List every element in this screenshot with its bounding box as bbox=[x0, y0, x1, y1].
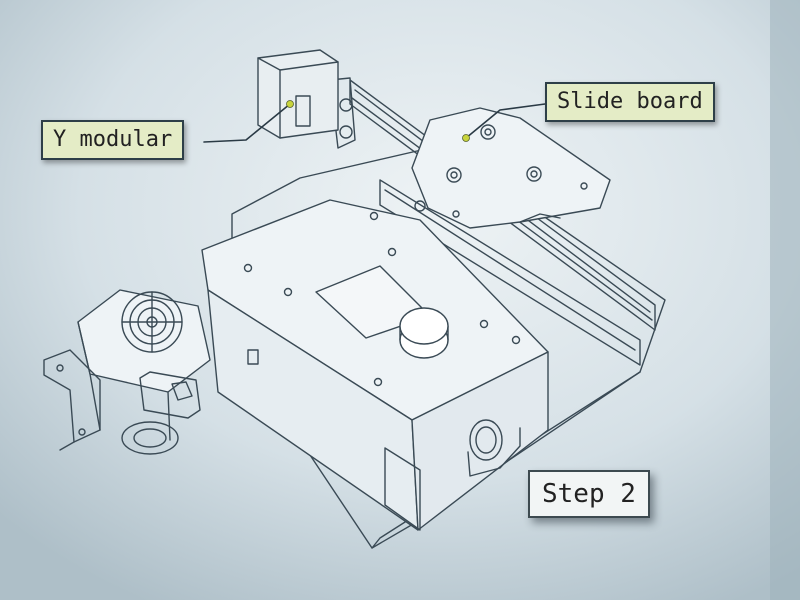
step-label: Step 2 bbox=[528, 470, 650, 518]
control-knob-top bbox=[399, 307, 449, 345]
slide-board-plate bbox=[411, 107, 611, 229]
power-switch bbox=[469, 419, 503, 461]
extruder-box-left-edge bbox=[77, 321, 101, 431]
front-port bbox=[247, 349, 259, 365]
control-box-right bbox=[411, 351, 549, 531]
y-modular-leader bbox=[203, 103, 291, 143]
rail-top bbox=[349, 79, 656, 331]
screw-7 bbox=[373, 377, 383, 387]
slide-board-hole-2 bbox=[580, 182, 588, 190]
hotend-wheel-inner bbox=[133, 428, 167, 448]
y-modular-marker bbox=[286, 100, 294, 108]
paper-edge-shadow bbox=[770, 0, 800, 600]
slide-board-wheel-1 bbox=[480, 124, 496, 140]
screw-3 bbox=[283, 287, 293, 297]
extruder-box-front-edge bbox=[167, 391, 171, 441]
slide-board-hole-1 bbox=[452, 210, 460, 218]
y-modular-label: Y modular bbox=[41, 120, 185, 160]
y-motor-bolt-2 bbox=[339, 125, 353, 139]
rail-lower-groove bbox=[384, 189, 636, 351]
slide-board-wheel-2 bbox=[446, 167, 462, 183]
screw-1 bbox=[369, 211, 379, 221]
hotend-block bbox=[139, 371, 201, 419]
extruder-bracket bbox=[43, 349, 101, 443]
fan-grill bbox=[121, 291, 183, 353]
power-switch-housing bbox=[467, 427, 521, 477]
y-motor-body bbox=[257, 49, 339, 139]
slide-board-tab bbox=[519, 213, 561, 223]
slide-board-leader bbox=[465, 103, 546, 139]
hotend-nut bbox=[171, 381, 193, 401]
bracket-hole-1 bbox=[56, 364, 64, 372]
power-switch-inner bbox=[475, 426, 497, 454]
screw-4 bbox=[387, 247, 397, 257]
slide-board-wheel-3-hub bbox=[530, 170, 538, 178]
bracket-foot bbox=[59, 441, 75, 451]
y-motor-bolt-1 bbox=[339, 98, 353, 112]
slide-board-marker bbox=[462, 134, 470, 142]
slide-board-wheel-3 bbox=[526, 166, 542, 182]
screw-5 bbox=[479, 319, 489, 329]
y-motor-connector bbox=[295, 95, 311, 127]
slide-board-wheel-1-hub bbox=[484, 128, 492, 136]
bracket-hole-2 bbox=[78, 428, 86, 436]
screw-2 bbox=[243, 263, 253, 273]
control-box-corner bbox=[384, 447, 421, 531]
slide-board-label: Slide board bbox=[545, 82, 715, 122]
slide-board-wheel-2-hub bbox=[450, 171, 458, 179]
slide-board-wheel-4 bbox=[414, 200, 426, 212]
rail-lower bbox=[379, 179, 641, 366]
hotend-wheel bbox=[121, 421, 179, 455]
screw-6 bbox=[511, 335, 521, 345]
base-frame-edge bbox=[371, 371, 641, 549]
